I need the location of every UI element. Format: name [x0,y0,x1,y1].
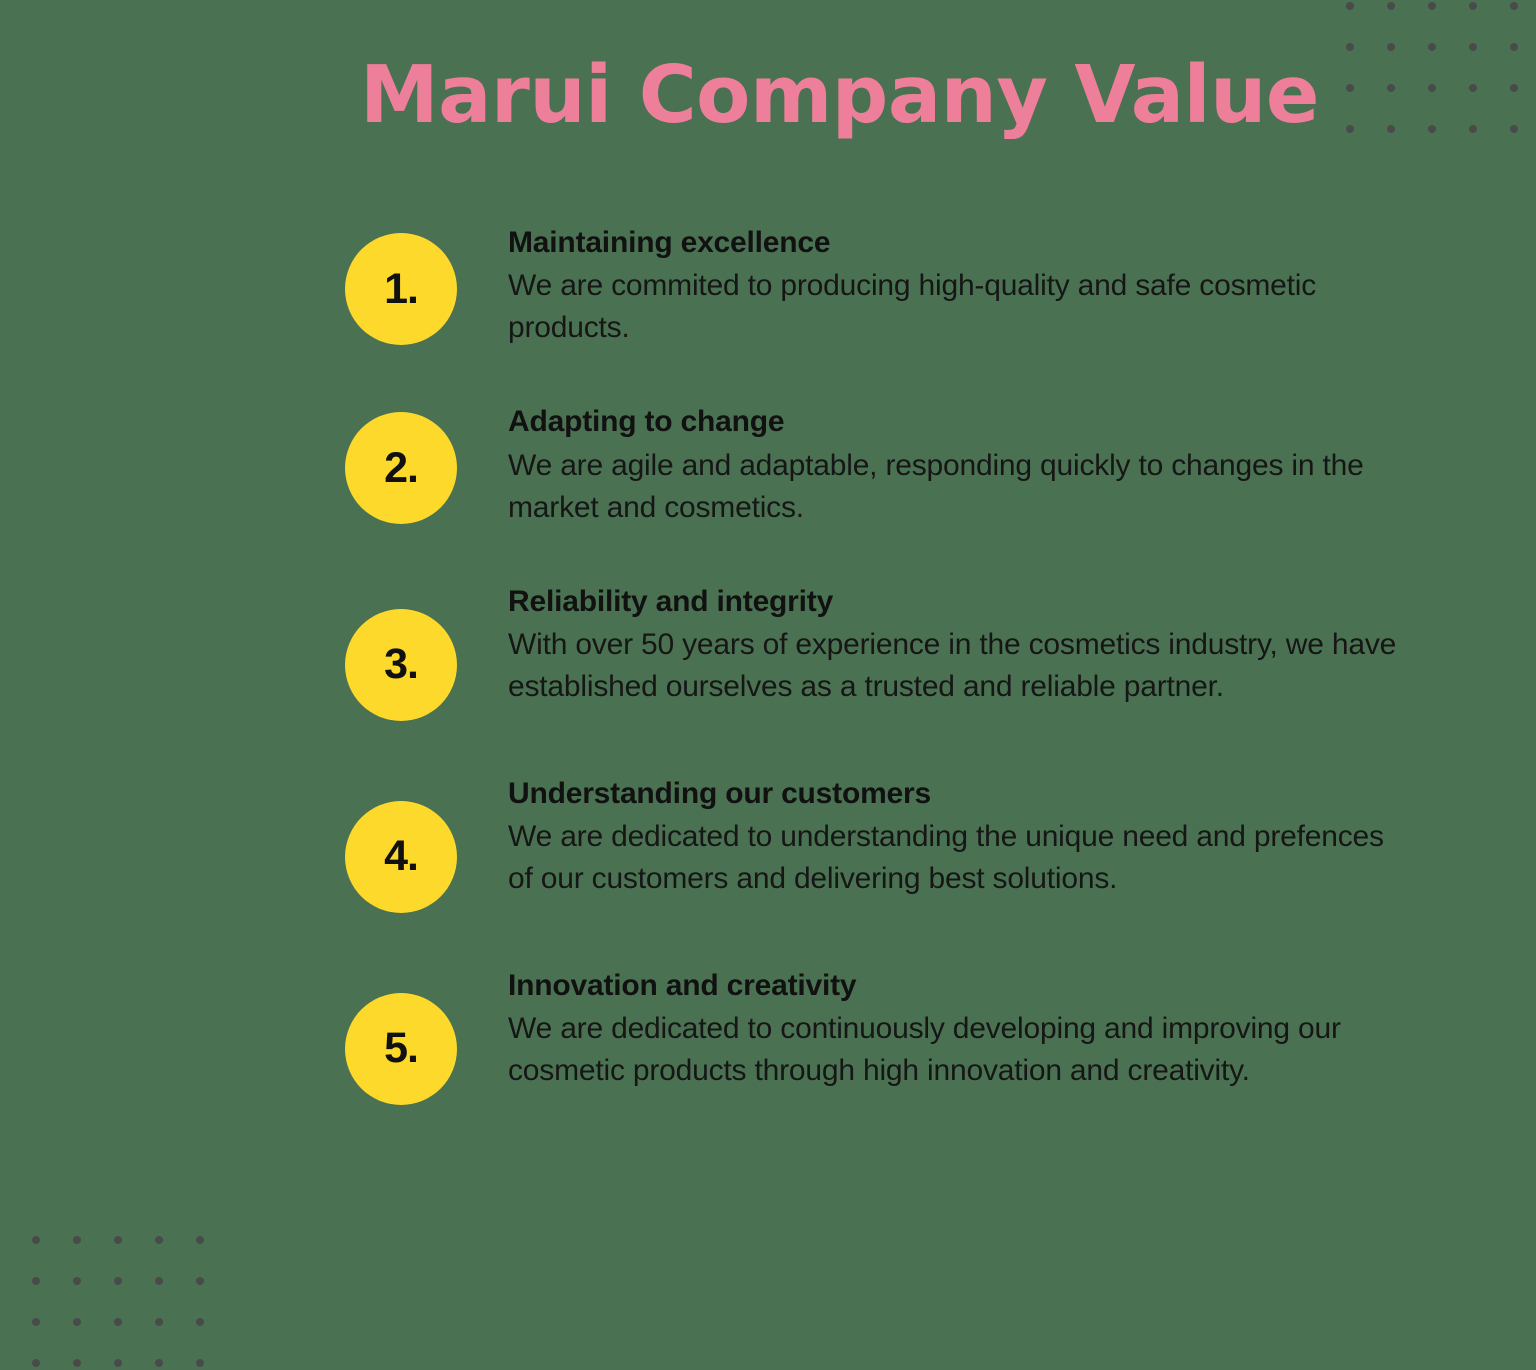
decorative-dot [155,1236,163,1244]
decorative-dot [196,1236,204,1244]
company-value-list: 1. Maintaining excellence We are commited … [345,218,1405,1105]
decorative-dot [1510,125,1518,133]
decorative-dot [1469,43,1477,51]
page-title: Marui Company Value [360,49,1319,141]
decorative-dot [1469,84,1477,92]
value-heading: Understanding our customers [508,776,931,810]
value-heading: Maintaining excellence [508,226,831,259]
value-number-badge: 1. [345,233,457,345]
value-text-block: Innovation and creativity We are dedicate… [457,961,1405,1092]
value-description: We are commited to producing high-qualit… [508,269,1317,345]
decorative-dot [114,1318,122,1326]
value-item: 4. Understanding our customers We are dedi… [345,769,1405,913]
value-number-badge: 3. [345,608,457,721]
decorative-dot [73,1236,81,1244]
decorative-dot [1387,43,1395,51]
decorative-dot [114,1277,122,1285]
decorative-dot [1346,84,1354,92]
value-item: 5. Innovation and creativity We are dedica… [345,961,1405,1105]
decorative-dot [1387,84,1395,92]
decorative-dot [1469,125,1477,133]
decorative-dot [114,1359,122,1367]
value-description: We are dedicated to understanding the un… [508,820,1384,896]
dot-grid-bottom-left [32,1236,237,1370]
decorative-dot [114,1236,122,1244]
decorative-dot [32,1277,40,1285]
decorative-dot [1346,2,1354,10]
dot-grid-top-right [1346,2,1536,166]
value-description: With over 50 years of experience in the … [508,628,1397,704]
decorative-dot [1428,84,1436,92]
decorative-dot [1387,2,1395,10]
decorative-dot [1387,125,1395,133]
value-heading: Reliability and integrity [508,584,834,618]
decorative-dot [1510,43,1518,51]
decorative-dot [32,1318,40,1326]
value-text-block: Maintaining excellence We are commited to… [457,218,1405,349]
decorative-dot [1346,125,1354,133]
decorative-dot [155,1318,163,1326]
value-number-badge: 4. [345,800,457,913]
decorative-dot [196,1277,204,1285]
value-number-badge: 5. [345,992,457,1105]
decorative-dot [1428,43,1436,51]
decorative-dot [1510,84,1518,92]
decorative-dot [1469,2,1477,10]
decorative-dot [155,1359,163,1367]
decorative-dot [32,1236,40,1244]
value-heading: Adapting to change [508,405,785,439]
decorative-dot [73,1277,81,1285]
decorative-dot [1510,2,1518,10]
decorative-dot [32,1359,40,1367]
decorative-dot [196,1318,204,1326]
value-heading: Innovation and creativity [508,968,857,1002]
decorative-dot [73,1318,81,1326]
value-number-badge: 2. [345,412,457,525]
value-description: We are agile and adaptable, responding q… [508,448,1364,524]
value-item: 2. Adapting to change We are agile and ada… [345,397,1405,528]
value-text-block: Understanding our customers We are dedica… [457,769,1405,900]
value-item: 1. Maintaining excellence We are commited … [345,218,1405,349]
decorative-dot [1428,2,1436,10]
decorative-dot [1346,43,1354,51]
decorative-dot [155,1277,163,1285]
decorative-dot [1428,125,1436,133]
decorative-dot [73,1359,81,1367]
value-text-block: Adapting to change We are agile and adapt… [457,397,1405,528]
decorative-dot [196,1359,204,1367]
value-description: We are dedicated to continuously develop… [508,1012,1341,1088]
